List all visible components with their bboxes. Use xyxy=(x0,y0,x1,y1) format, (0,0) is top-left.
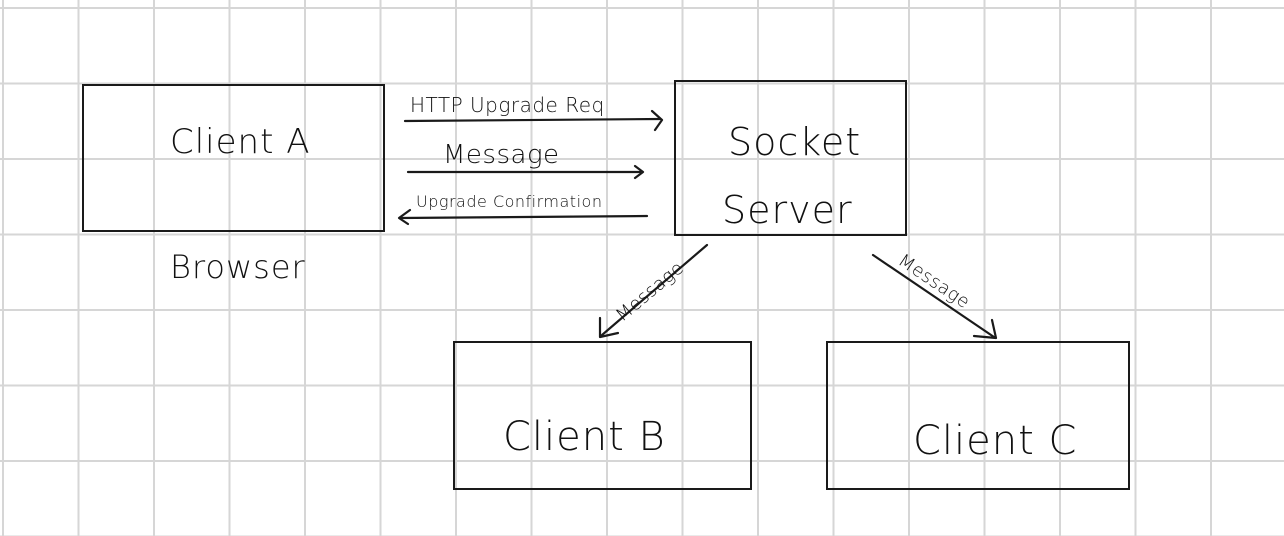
client-a-box xyxy=(82,84,385,232)
upgrade-confirmation-label: Upgrade Confirmation xyxy=(416,192,603,211)
client-b-box xyxy=(453,341,752,490)
message-to-b-label: Message xyxy=(612,257,689,327)
message-to-c-label: Message xyxy=(894,250,974,314)
client-c-label: Client C xyxy=(913,418,1078,464)
message-to-server-label: Message xyxy=(443,140,560,170)
upgrade-confirmation-arrow xyxy=(397,208,649,226)
client-a-caption: Browser xyxy=(170,248,306,286)
client-c-box xyxy=(826,341,1130,490)
message-to-c-arrow xyxy=(871,253,998,340)
socket-server-box xyxy=(674,80,907,236)
http-upgrade-label: HTTP Upgrade Req xyxy=(410,93,605,117)
client-b-label: Client B xyxy=(503,414,666,460)
socket-server-label-line1: Socket xyxy=(728,120,862,164)
client-a-label: Client A xyxy=(170,122,311,162)
socket-server-label-line2: Server xyxy=(722,188,853,232)
